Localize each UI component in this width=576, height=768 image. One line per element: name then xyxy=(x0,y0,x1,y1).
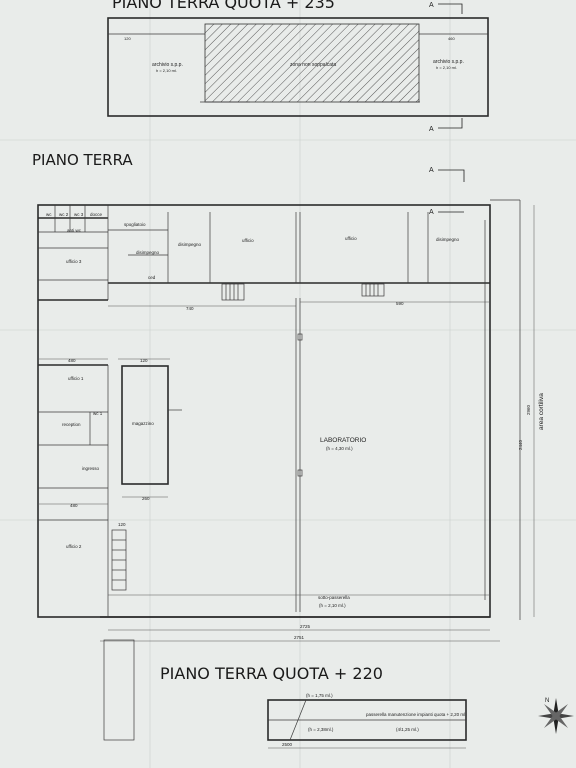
bottom-walkway-plan: (h = 1,75 ml.) (h = 2,38ml.) passerella … xyxy=(103,639,467,749)
right-column-markers xyxy=(484,199,535,620)
dim-480-b: 480 xyxy=(70,503,78,508)
section-mark-1: A xyxy=(429,2,434,9)
room-wc: wc xyxy=(46,212,52,217)
room-magazzino: magazzino xyxy=(132,421,154,426)
room-anti-wc: anti wc xyxy=(67,228,82,233)
north-compass-icon: N xyxy=(538,698,574,734)
dim-480: 480 xyxy=(68,358,76,363)
dim-2751: 2751 xyxy=(294,635,305,640)
room-sotto-passerella: sotto-passerella xyxy=(318,595,350,600)
dim-740: 740 xyxy=(186,306,194,311)
room-laboratorio: LABORATORIO xyxy=(320,437,366,444)
compass-north-label: N xyxy=(545,698,549,704)
archive-left-label: archivio s.p.p. xyxy=(152,62,183,68)
room-disimpegno-1: disimpegno xyxy=(136,250,160,255)
walkway-height: (4\1,25 ml.) xyxy=(396,727,419,732)
main-ground-floor-plan: wc wc 2 wc 3 docce anti wc spogliatoio d… xyxy=(37,199,545,642)
top-dim-left: 120 xyxy=(124,36,131,41)
hatched-zone xyxy=(204,23,420,103)
room-sotto-passerella-height: (h = 2,10 ml.) xyxy=(319,603,346,608)
top-dim-right: 460 xyxy=(448,36,455,41)
section-markers: A A A A xyxy=(429,2,465,216)
hatched-zone-label: zona non soppalcata xyxy=(290,62,336,68)
dim-2725: 2725 xyxy=(300,624,311,629)
area-cortiliva-label: area cortiliva xyxy=(538,393,545,430)
room-ufficio-3: ufficio 3 xyxy=(66,259,82,264)
room-ufficio-1: ufficio 1 xyxy=(68,376,84,381)
room-reception: reception xyxy=(62,422,81,427)
section-mark-4: A xyxy=(429,209,434,216)
archive-right-height: h = 2,10 ml. xyxy=(436,65,457,70)
room-wc-2: wc 2 xyxy=(59,212,69,217)
bottom-height-2: (h = 2,38ml.) xyxy=(308,727,334,732)
bottom-dim-2500: 2500 xyxy=(282,742,293,747)
title-main-plan: PIANO TERRA xyxy=(32,151,133,169)
room-ingresso: ingresso xyxy=(82,466,100,471)
room-wc-3: wc 3 xyxy=(74,212,84,217)
title-top-plan: PIANO TERRA QUOTA + 235 xyxy=(112,0,335,12)
room-wc-1: wc 1 xyxy=(93,411,103,416)
room-disimpegno-2: disimpegno xyxy=(178,242,202,247)
dim-120: 120 xyxy=(140,358,148,363)
top-mezzanine-plan: archivio s.p.p. h = 2,10 ml. zona non so… xyxy=(107,17,489,117)
walkway-label: passerella manutenzione impianti quota +… xyxy=(366,712,466,717)
dim-2960: 2960 xyxy=(526,404,531,415)
archive-right-label: archivio s.p.p. xyxy=(433,59,464,65)
room-laboratorio-height: (h = 4,30 ml.) xyxy=(326,446,353,451)
dim-120-b: 120 xyxy=(118,522,126,527)
dim-2440: 2440 xyxy=(518,439,523,450)
room-disimpegno-3: disimpegno xyxy=(436,237,460,242)
room-ufficio-a: ufficio xyxy=(242,238,254,243)
room-ufficio-2: ufficio 2 xyxy=(66,544,82,549)
bottom-height-1: (h = 1,75 ml.) xyxy=(306,693,333,698)
section-mark-3: A xyxy=(429,167,434,174)
dim-260: 260 xyxy=(142,496,150,501)
room-ufficio-b: ufficio xyxy=(345,236,357,241)
archive-left-height: h = 2,10 ml. xyxy=(156,68,177,73)
section-mark-2: A xyxy=(429,126,434,133)
room-ced: ced xyxy=(148,275,156,280)
dim-590: 590 xyxy=(396,301,404,306)
room-docce: docce xyxy=(90,212,103,217)
title-bottom-plan: PIANO TERRA QUOTA + 220 xyxy=(160,664,383,683)
room-spogliatoio: spogliatoio xyxy=(124,222,146,227)
